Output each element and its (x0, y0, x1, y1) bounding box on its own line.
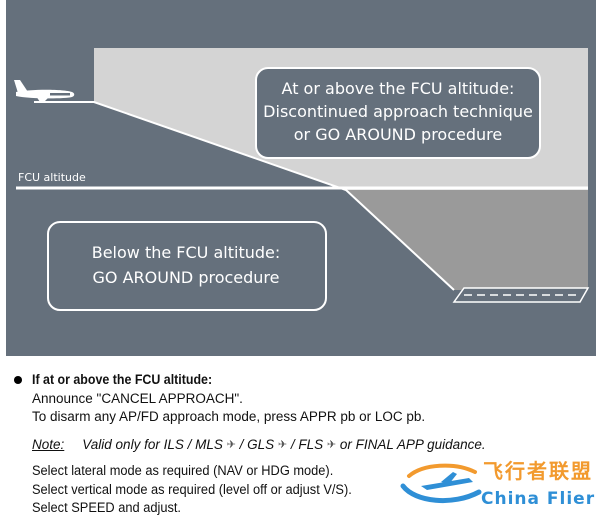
procedure-steps: Select lateral mode as required (NAV or … (32, 462, 574, 518)
lower-callout-line: Below the FCU altitude: (92, 243, 281, 262)
procedure-step: Select lateral mode as required (NAV or … (32, 463, 334, 478)
procedure-heading-row: If at or above the FCU altitude: (14, 371, 574, 390)
note-text: or FINAL APP guidance. (336, 436, 486, 452)
note-label: Note: (32, 436, 65, 452)
procedure-step: Select SPEED and adjust. (32, 500, 182, 515)
lower-callout-line: GO AROUND procedure (93, 268, 280, 287)
approach-path (34, 101, 455, 291)
note-text: / FLS (287, 436, 324, 452)
note-text: / GLS (235, 436, 275, 452)
watermark-cn: 飞行者联盟 (483, 459, 593, 483)
china-flier-watermark: 飞行者联盟 China Flier (400, 459, 595, 509)
bullet-icon (14, 376, 22, 384)
procedure-heading: If at or above the FCU altitude: (32, 372, 213, 387)
aircraft-symbol-icon: ✈ (277, 438, 288, 451)
upper-callout-line: Discontinued approach technique (263, 102, 533, 121)
procedure-line: Announce "CANCEL APPROACH". (32, 390, 243, 406)
fcu-altitude-label: FCU altitude (18, 171, 86, 184)
airplane-icon (400, 463, 482, 504)
aircraft-symbol-icon: ✈ (326, 438, 337, 451)
upper-callout-line: or GO AROUND procedure (294, 125, 502, 144)
procedure-line: To disarm any AP/FD approach mode, press… (32, 409, 426, 424)
lower-callout-box (47, 221, 327, 311)
aircraft-symbol-icon: ✈ (226, 438, 236, 451)
note: Note:Valid only for ILS / MLS ✈ / GLS ✈ … (32, 436, 574, 455)
procedure-text: If at or above the FCU altitude: Announc… (14, 371, 574, 518)
procedure-step: Select vertical mode as required (level … (32, 481, 352, 497)
note-text: Valid only for ILS / MLS (82, 436, 223, 452)
watermark-en: China Flier (481, 489, 595, 509)
approach-diagram: FCU altitude At or above the FCU altitud… (6, 0, 596, 356)
upper-callout-box (255, 67, 541, 159)
upper-callout-line: At or above the FCU altitude: (282, 79, 515, 98)
lower-zone (346, 190, 588, 290)
aircraft-icon (14, 80, 75, 102)
